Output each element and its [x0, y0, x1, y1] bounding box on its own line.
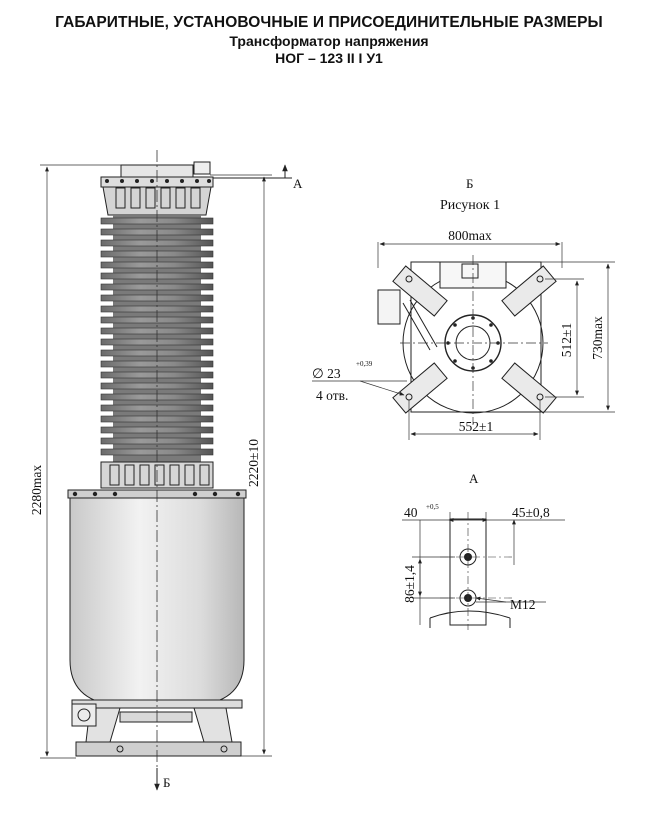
svg-text:2220±10: 2220±10	[246, 439, 261, 487]
thread-callout: M12	[475, 596, 546, 612]
svg-text:+0,5: +0,5	[426, 503, 439, 511]
svg-text:512±1: 512±1	[559, 323, 574, 357]
dim-offset-45: 45±0,8	[486, 505, 565, 565]
svg-text:552±1: 552±1	[459, 419, 493, 434]
dim-depth-730: 730max	[541, 261, 615, 413]
primary-terminal	[193, 161, 211, 175]
view-a-label: А	[469, 471, 479, 486]
base-frame	[71, 699, 243, 757]
view-b-label: Б	[466, 176, 473, 191]
svg-text:M12: M12	[510, 597, 536, 612]
plan-view-b: Б Рисунок 1 800max	[312, 176, 615, 440]
svg-text:45±0,8: 45±0,8	[512, 505, 550, 520]
svg-text:А: А	[293, 176, 303, 191]
svg-text:∅ 23: ∅ 23	[312, 366, 341, 381]
hole-callout: ∅ 23 +0,39 4 отв.	[312, 360, 407, 403]
dim-pitch-86: 86±1,4	[402, 520, 455, 625]
plan-terminal-box	[377, 289, 401, 325]
tank-flange-bolts	[72, 491, 241, 497]
dim-terminal-height: 2220±10	[210, 174, 272, 757]
svg-text:2280max: 2280max	[29, 465, 44, 515]
terminal-box	[71, 703, 97, 727]
model-designation: НОГ – 123 II I У1	[275, 50, 383, 66]
dim-mount-552: 552±1	[408, 400, 541, 440]
svg-text:86±1,4: 86±1,4	[402, 565, 417, 603]
detail-view-a: А 40 +0,5 45±0,8	[402, 471, 565, 630]
section-b-marker: Б	[154, 768, 170, 791]
svg-text:Б: Б	[163, 775, 170, 790]
dim-mount-512: 512±1	[545, 278, 584, 398]
figure-caption: Рисунок 1	[440, 198, 500, 213]
drawing-title: ГАБАРИТНЫЕ, УСТАНОВОЧНЫЕ И ПРИСОЕДИНИТЕЛ…	[55, 14, 603, 31]
svg-text:+0,39: +0,39	[356, 360, 373, 368]
svg-text:4 отв.: 4 отв.	[316, 388, 348, 403]
dim-overall-height: 2280max	[29, 164, 121, 759]
svg-text:800max: 800max	[448, 228, 492, 243]
section-a-marker: А	[213, 164, 303, 191]
dim-width-800: 800max	[377, 228, 563, 268]
drawing-subtitle: Трансформатор напряжения	[229, 33, 429, 49]
dim-width-40: 40 +0,5	[402, 503, 488, 522]
svg-text:730max: 730max	[590, 316, 605, 360]
side-view: А Б 2280max 2220±10	[29, 150, 303, 791]
svg-text:40: 40	[404, 505, 418, 520]
